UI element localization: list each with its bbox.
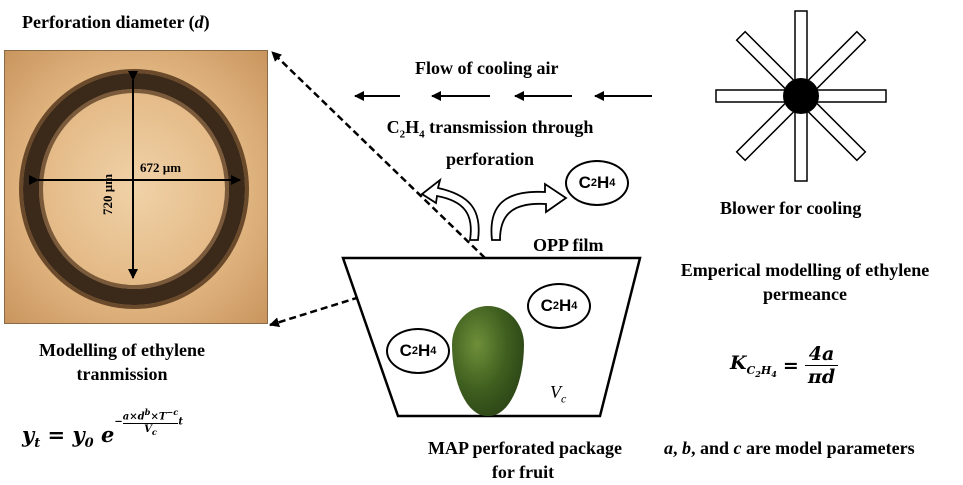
airflow-title: Flow of cooling air xyxy=(415,58,559,78)
film-label: OPP film xyxy=(533,235,604,255)
inflow-curved-arrow xyxy=(420,177,480,241)
dashed-arrow-to-perforation xyxy=(271,51,486,259)
blower-icon xyxy=(715,10,887,182)
transmission-label: C2H4 transmission through perforation xyxy=(386,117,594,169)
outflow-curved-arrow xyxy=(490,182,568,241)
vertical-measurement: 720 µm xyxy=(100,173,115,215)
params-label: a, b, and c are model parameters xyxy=(664,438,915,458)
volume-label: Vc xyxy=(550,382,567,406)
horizontal-measurement: 672 µm xyxy=(140,160,182,175)
blower-label: Blower for cooling xyxy=(720,198,862,218)
avocado-fruit xyxy=(452,306,524,416)
perforation-title: Perforation diameter (d) xyxy=(22,12,210,32)
